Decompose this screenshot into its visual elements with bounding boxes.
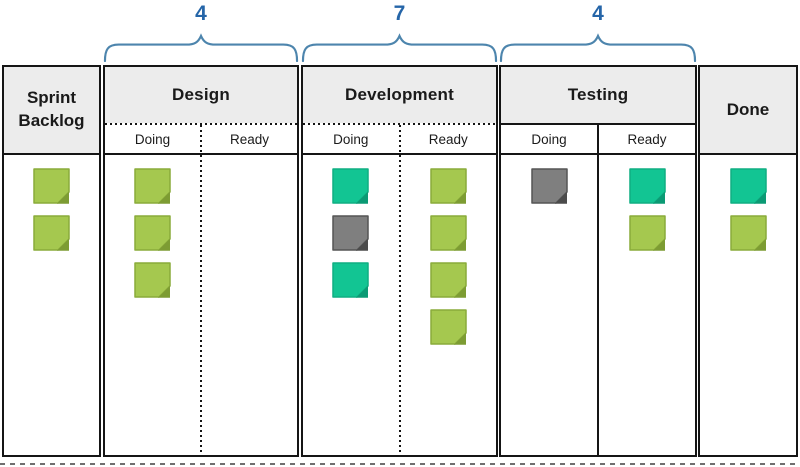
sticky-note-teal — [332, 168, 369, 204]
sticky-note-teal — [332, 262, 369, 298]
column-title: Sprint Backlog — [4, 67, 99, 153]
sticky-note-green — [430, 262, 467, 298]
wip-limit-testing-value: 4 — [592, 2, 604, 25]
dotted-divider — [398, 155, 401, 455]
wip-limit-testing: 4 — [499, 0, 697, 63]
design-subheader: Doing Ready — [105, 125, 297, 153]
design-doing-cards — [105, 155, 200, 455]
development-subheader: Doing Ready — [303, 125, 496, 153]
sticky-note-green — [134, 215, 171, 251]
column-done: Done — [698, 65, 798, 457]
solid-divider — [597, 155, 599, 455]
image-cut-dashed-line — [0, 463, 800, 465]
column-title: Design — [105, 67, 297, 123]
sticky-note-gray — [332, 215, 369, 251]
sticky-note-green — [430, 309, 467, 345]
column-title: Development — [303, 67, 496, 123]
dotted-divider — [200, 125, 202, 153]
wip-limit-development: 7 — [301, 0, 498, 63]
header-divider — [105, 153, 297, 155]
sticky-note-green — [628, 215, 666, 251]
header-divider — [4, 153, 99, 155]
testing-doing-cards — [501, 155, 597, 455]
sprint-backlog-cards — [4, 155, 99, 467]
solid-divider — [597, 125, 599, 153]
dotted-divider — [398, 125, 401, 153]
ready-label: Ready — [428, 131, 468, 147]
dotted-divider — [105, 123, 297, 125]
curly-brace-icon — [103, 33, 299, 62]
sticky-note-green — [134, 168, 171, 204]
sticky-note-green — [729, 215, 767, 251]
dotted-divider — [200, 155, 202, 455]
sticky-note-teal — [729, 168, 767, 204]
wip-limit-development-value: 7 — [393, 2, 406, 25]
done-cards — [700, 155, 796, 467]
header-divider — [303, 153, 496, 155]
solid-divider — [501, 123, 695, 125]
sticky-note-green — [33, 168, 70, 204]
ready-label: Ready — [627, 131, 667, 147]
doing-label: Doing — [531, 131, 567, 147]
development-ready-cards — [401, 155, 497, 455]
header-divider — [501, 153, 695, 155]
column-sprint-backlog: Sprint Backlog — [2, 65, 101, 457]
wip-limit-design: 4 — [103, 0, 299, 63]
sticky-note-green — [134, 262, 171, 298]
header-divider — [700, 153, 796, 155]
ready-label: Ready — [229, 131, 270, 147]
curly-brace-icon — [499, 33, 697, 62]
testing-subheader: Doing Ready — [501, 125, 695, 153]
testing-ready-cards — [599, 155, 695, 455]
sticky-note-green — [33, 215, 70, 251]
curly-brace-icon — [301, 33, 498, 62]
sticky-note-green — [430, 168, 467, 204]
development-lanes — [303, 155, 496, 455]
column-testing: Testing Doing Ready — [499, 65, 697, 457]
doing-label: Doing — [333, 131, 369, 147]
doing-label: Doing — [134, 131, 171, 147]
design-ready-cards — [202, 155, 297, 455]
column-title: Testing — [501, 67, 695, 123]
testing-lanes — [501, 155, 695, 455]
design-lanes — [105, 155, 297, 455]
sticky-note-green — [430, 215, 467, 251]
column-design: Design Doing Ready — [103, 65, 299, 457]
dotted-divider — [303, 123, 496, 125]
development-doing-cards — [303, 155, 399, 455]
sticky-note-teal — [628, 168, 666, 204]
column-title: Done — [700, 67, 796, 153]
sticky-note-gray — [530, 168, 568, 204]
wip-limit-design-value: 4 — [195, 2, 207, 25]
column-development: Development Doing Ready — [301, 65, 498, 457]
